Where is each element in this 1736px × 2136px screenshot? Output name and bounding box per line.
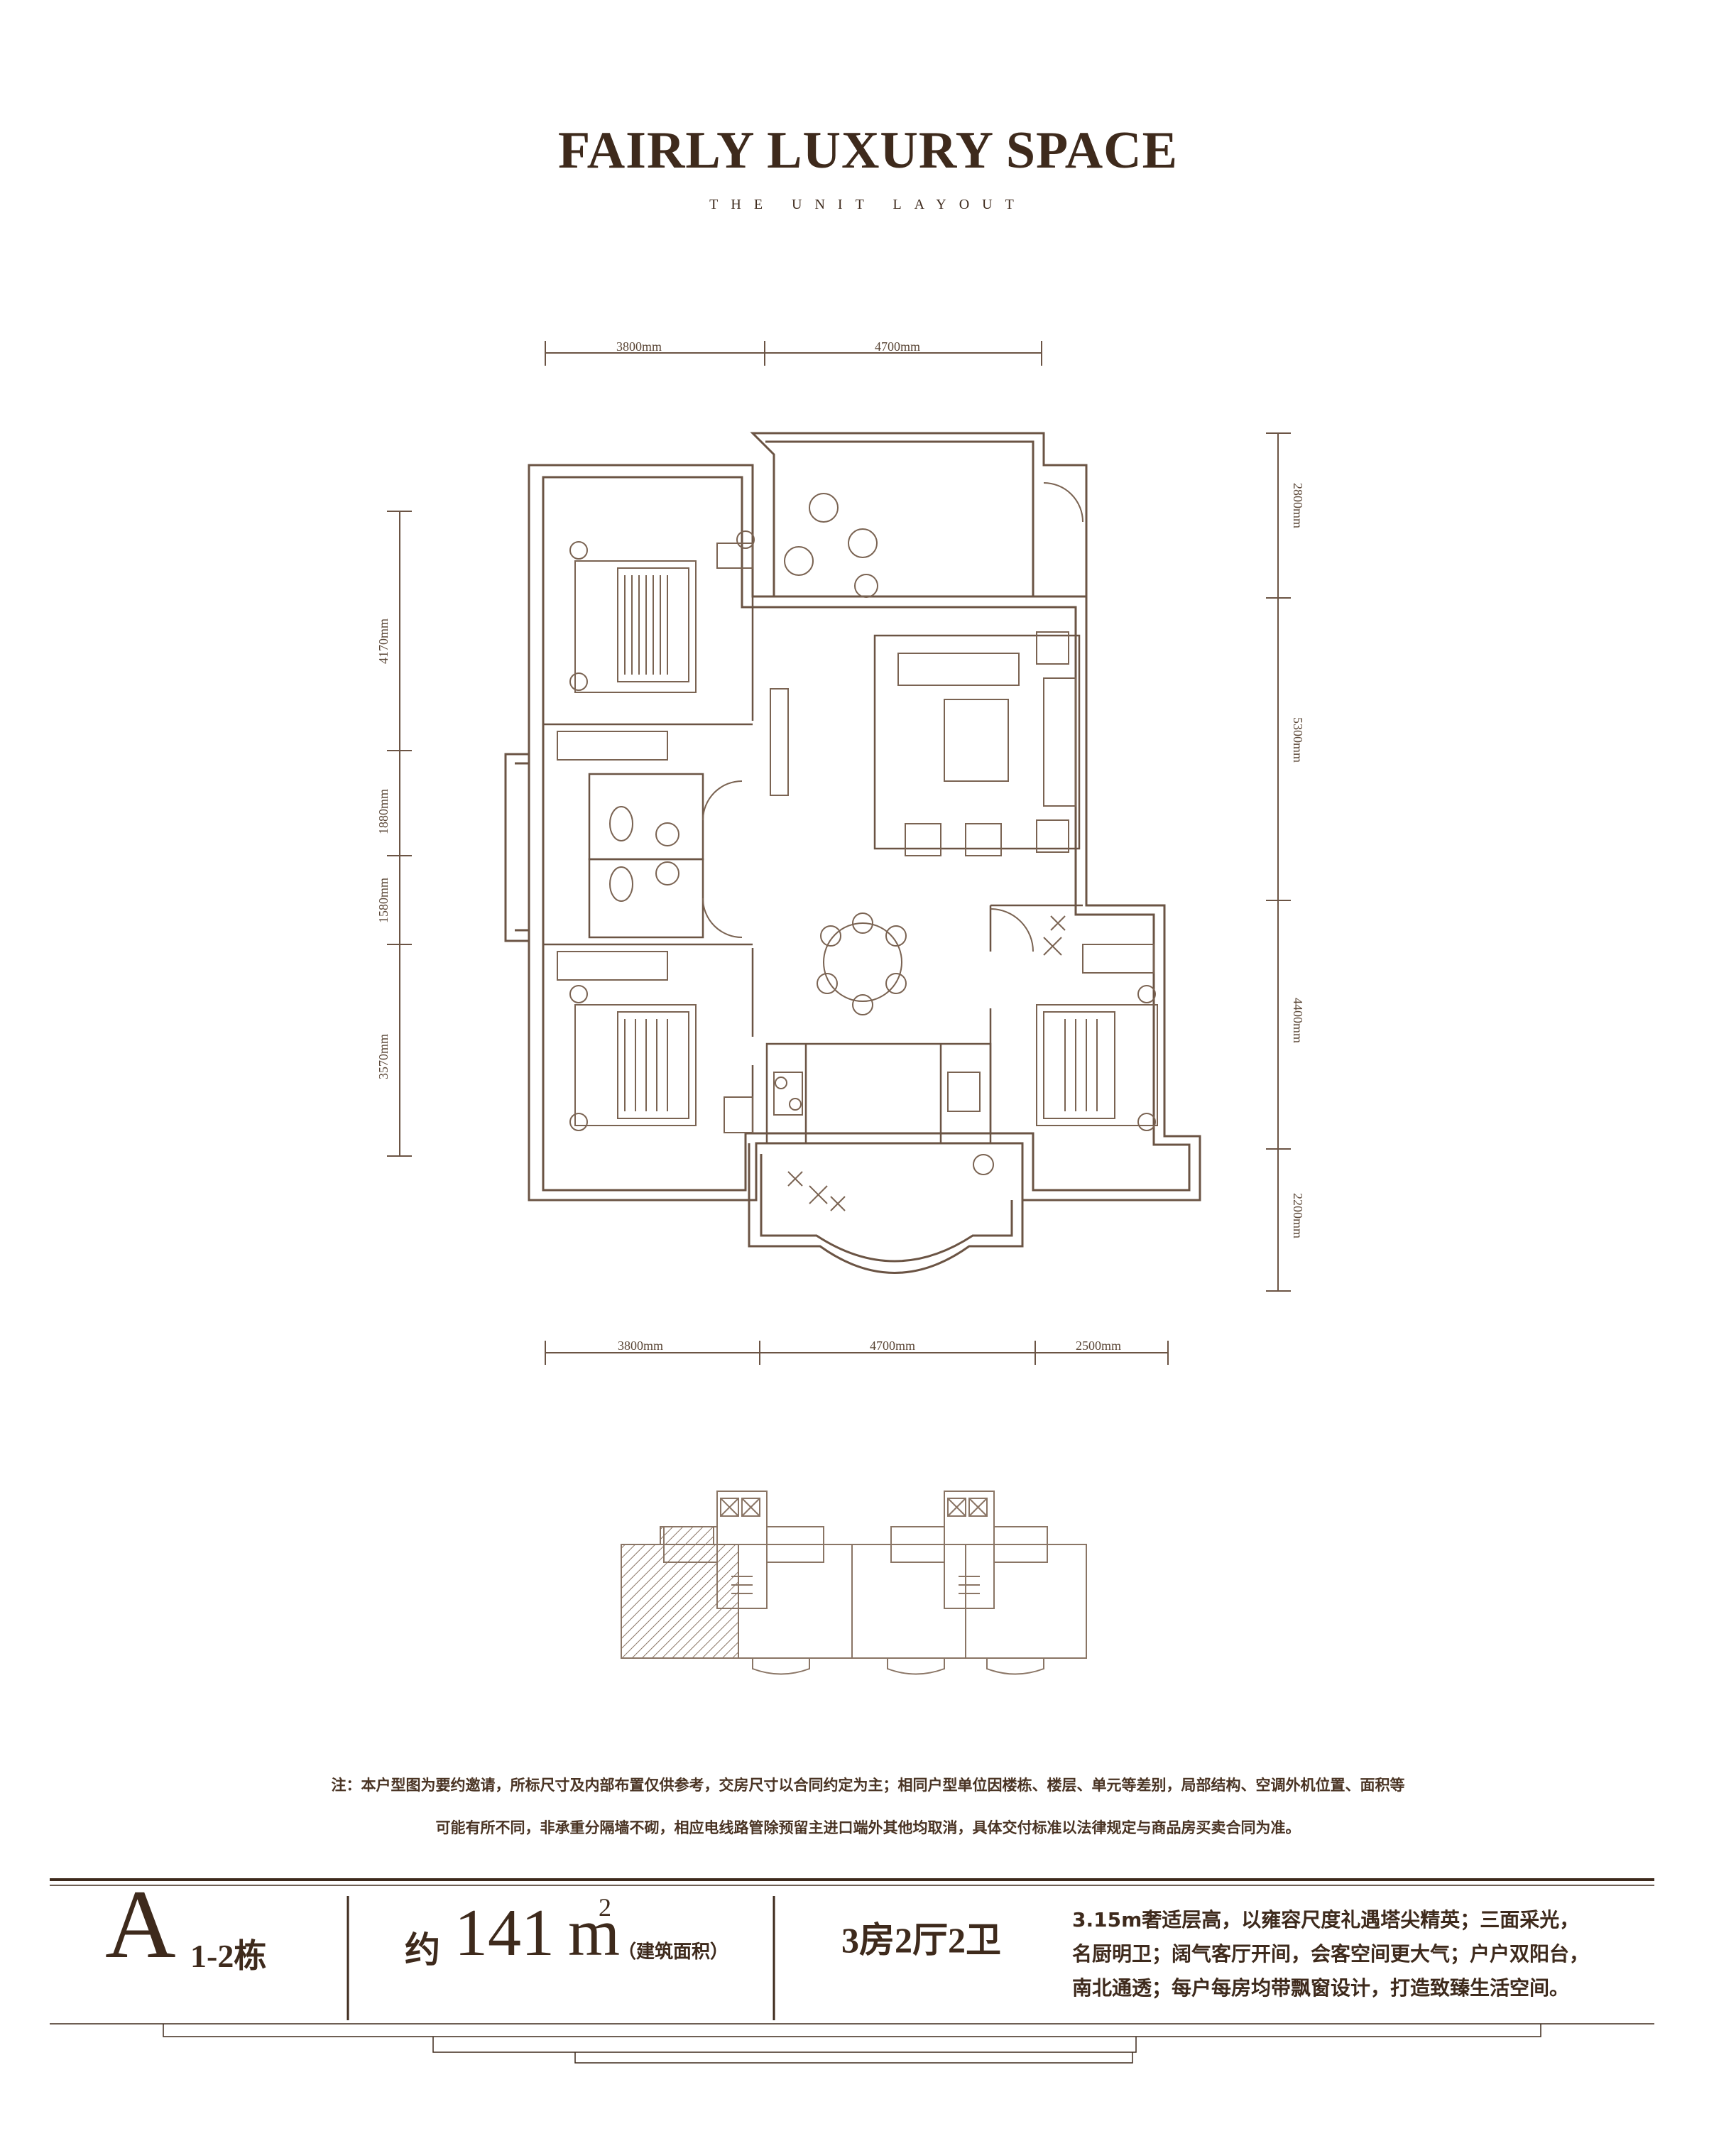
area-superscript: 2 <box>599 1893 611 1922</box>
description-line-1: 3.15m奢适层高，以雍容尺度礼遇塔尖精英；三面采光， <box>1072 1908 1580 1931</box>
disclaimer-line-1: 注：本户型图为要约邀请，所标尺寸及内部布置仅供参考，交房尺寸以合同约定为主；相同… <box>331 1777 1405 1794</box>
unit-building: 1-2栋 <box>190 1938 267 1974</box>
area-unit: m <box>568 1896 621 1970</box>
page-title: FAIRLY LUXURY SPACE <box>558 121 1178 180</box>
area-note: （建筑面积） <box>618 1941 729 1963</box>
area-value: 141 <box>454 1896 555 1970</box>
floor-plan <box>387 341 1291 1365</box>
key-plan <box>621 1491 1087 1675</box>
unit-letter: A <box>105 1870 176 1978</box>
description-line-3: 南北通透；每户每房均带飘窗设计，打造致臻生活空间。 <box>1072 1976 1570 2000</box>
dim-bottom-1: 3800mm <box>618 1339 664 1353</box>
dim-top-2: 4700mm <box>875 339 921 354</box>
dim-bottom-3: 2500mm <box>1076 1339 1122 1353</box>
dim-bottom-2: 4700mm <box>870 1339 916 1353</box>
page-subtitle: THE UNIT LAYOUT <box>709 197 1027 212</box>
disclaimer-line-2: 可能有所不同，非承重分隔墙不砌，相应电线路管除预留主进口端外其他均取消，具体交付… <box>435 1819 1301 1836</box>
description-line-2: 名厨明卫；阔气客厅开间，会客空间更大气；户户双阳台， <box>1072 1942 1590 1966</box>
dim-top-1: 3800mm <box>616 339 662 354</box>
room-configuration: 3房2厅2卫 <box>841 1920 1001 1960</box>
area-prefix: 约 <box>405 1930 440 1970</box>
